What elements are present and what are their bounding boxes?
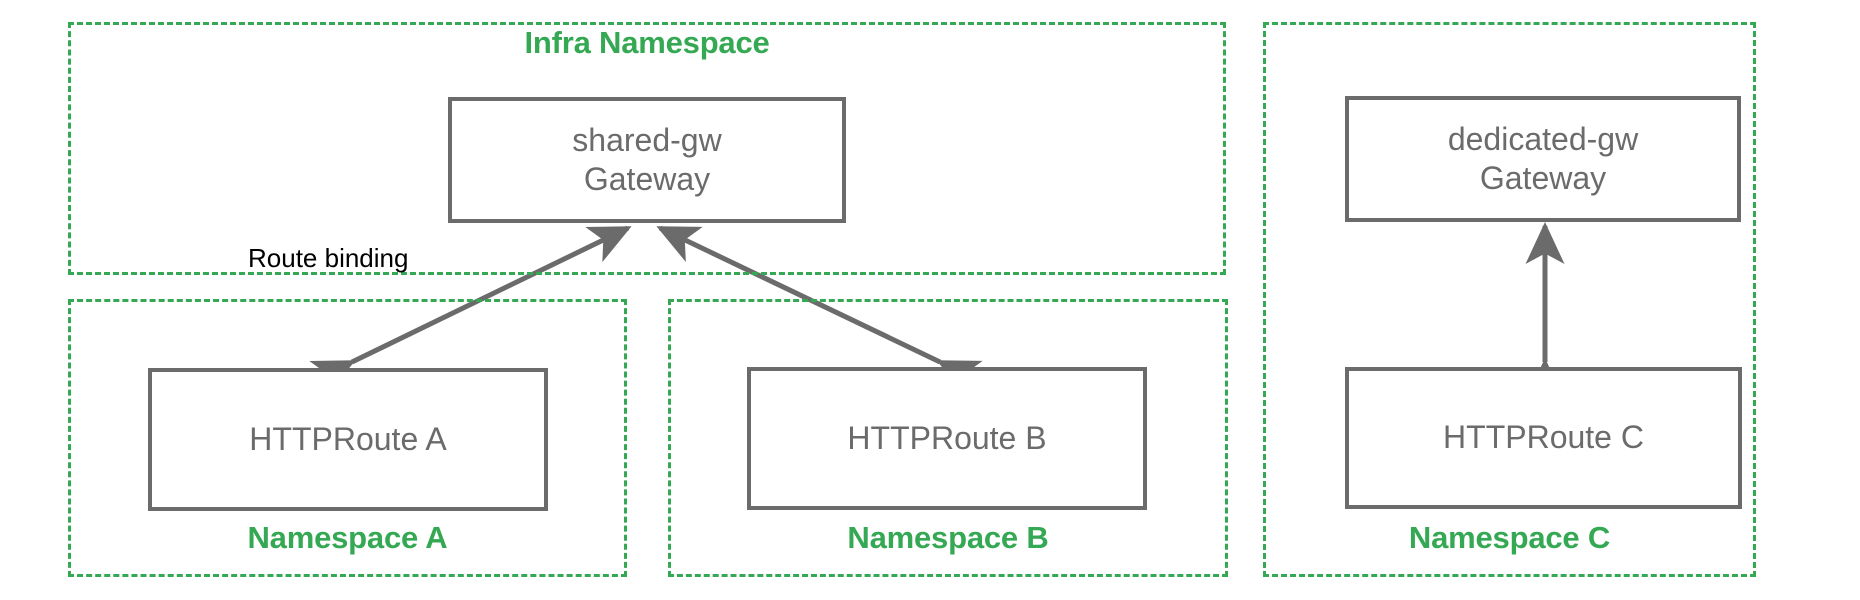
namespace-b-label: Namespace B: [847, 520, 1049, 555]
edge-label-route-binding: Route binding: [248, 243, 409, 273]
namespace-infra[interactable]: [68, 22, 1226, 275]
namespace-b[interactable]: [668, 299, 1228, 577]
node-shared-gw-gateway[interactable]: shared-gw Gateway: [448, 97, 846, 223]
node-httproute-b[interactable]: HTTPRoute B: [747, 367, 1147, 510]
namespace-a-label: Namespace A: [247, 520, 448, 555]
node-shared-gw-line2: Gateway: [583, 161, 711, 197]
node-httproute-c-label: HTTPRoute C: [1443, 419, 1644, 456]
node-dedicated-gw-line1: dedicated-gw: [1447, 120, 1639, 157]
node-httproute-c[interactable]: HTTPRoute C: [1345, 367, 1742, 509]
namespace-infra-label: Infra Namespace: [524, 25, 770, 60]
node-shared-gw-line1: shared-gw: [572, 121, 722, 158]
node-httproute-a[interactable]: HTTPRoute A: [148, 368, 548, 511]
node-httproute-b-label: HTTPRoute B: [847, 419, 1047, 456]
node-dedicated-gw-gateway[interactable]: dedicated-gw Gateway: [1345, 96, 1741, 222]
namespace-c[interactable]: [1263, 22, 1756, 577]
node-dedicated-gw-line2: Gateway: [1479, 160, 1607, 196]
node-httproute-a-label: HTTPRoute A: [249, 420, 447, 457]
namespace-a[interactable]: [68, 299, 627, 577]
namespace-c-label: Namespace C: [1408, 520, 1611, 555]
